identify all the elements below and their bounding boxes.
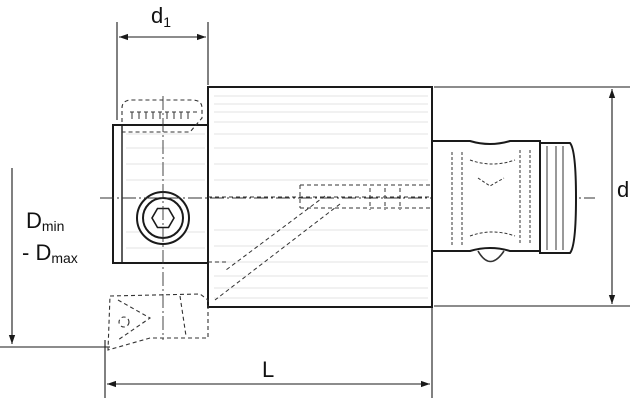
dimension-dmin-dmax: [0, 168, 110, 348]
screw-thread-marks: [131, 112, 189, 119]
label-d: d: [617, 177, 629, 202]
body-shading: [214, 95, 428, 299]
label-d1: d1: [151, 3, 171, 30]
cutting-insert: [107, 293, 209, 351]
label-dmin: Dmin: [26, 208, 64, 234]
adjusting-screw-top: [121, 99, 203, 133]
shank-connector: [431, 140, 578, 254]
center-lines: [100, 96, 595, 340]
internal-hidden-lines: [208, 184, 460, 301]
dimension-d: [434, 86, 630, 307]
hex-socket-icon: [151, 207, 175, 229]
dimension-d1: [116, 22, 209, 120]
dimension-L: [104, 308, 433, 398]
shank-details: [451, 146, 564, 263]
label-dmax: - Dmax: [22, 240, 78, 266]
label-L: L: [262, 357, 274, 382]
